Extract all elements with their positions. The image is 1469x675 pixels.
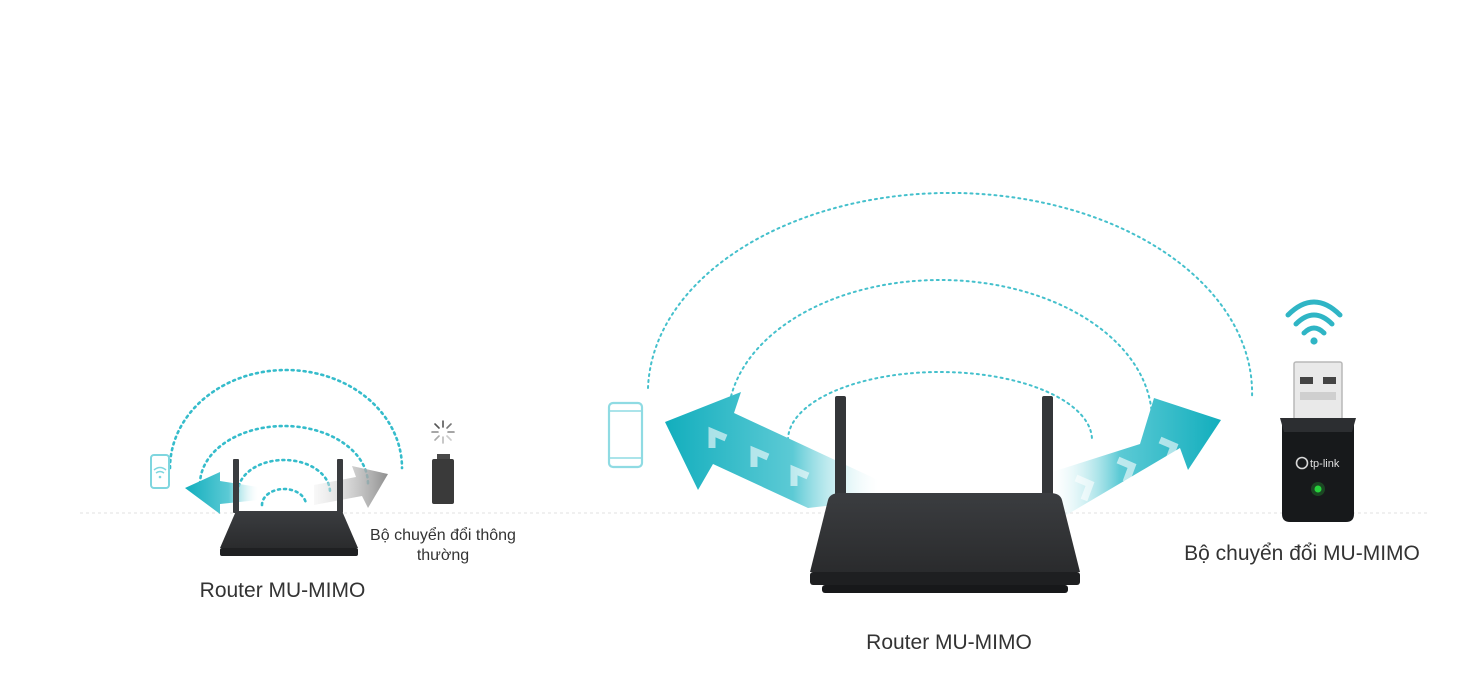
right-router <box>810 396 1080 593</box>
right-arc-outer <box>647 191 1254 399</box>
legacy-usb-adapter <box>432 454 454 504</box>
right-teal-arrow-right <box>1052 398 1221 520</box>
mu-mimo-adapter-label: Bộ chuyển đổi MU-MIMO <box>1184 542 1420 565</box>
tp-link-logo-icon <box>1295 456 1309 470</box>
left-teal-arrow <box>185 472 258 514</box>
left-arc-outer <box>168 368 404 470</box>
left-arc-core <box>260 487 308 507</box>
left-router-label: Router MU-MIMO <box>199 579 366 602</box>
status-led <box>1314 485 1322 493</box>
left-gray-arrow <box>314 466 388 508</box>
phone-icon <box>607 401 644 469</box>
right-scene: tp-link <box>607 191 1356 593</box>
left-scene <box>150 368 455 556</box>
phone-icon <box>150 454 170 489</box>
right-router-label: Router MU-MIMO <box>866 631 1032 654</box>
right-arc-middle <box>727 279 1153 421</box>
left-signal-arcs <box>168 368 404 507</box>
legacy-adapter-label: Bộ chuyển đổi thông thường <box>370 527 516 564</box>
loading-spinner-icon <box>431 420 455 444</box>
usb-adapter-icon: tp-link <box>1280 361 1356 522</box>
right-signal-arcs <box>647 191 1254 441</box>
right-arc-inner <box>787 371 1093 441</box>
right-teal-arrow-left <box>665 392 878 508</box>
wifi-icon <box>1285 299 1343 345</box>
adapter-logo-text: tp-link <box>1310 458 1340 470</box>
left-router <box>220 459 358 556</box>
left-arc-inner <box>236 458 332 494</box>
